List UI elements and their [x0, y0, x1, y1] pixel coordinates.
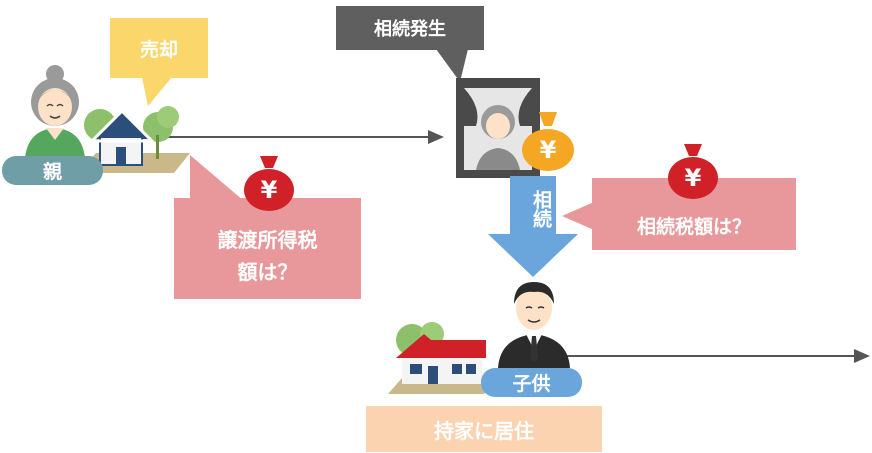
sale-bubble: 売却: [110, 18, 208, 78]
residence-text: 持家に居住: [434, 418, 534, 443]
svg-text:¥: ¥: [685, 164, 702, 192]
inheritance-arrow-text: 相続: [530, 190, 552, 228]
child-label: 子供: [481, 368, 582, 397]
money-bag-icon: ¥: [522, 112, 574, 171]
transfer-tax-bubble-shape: [174, 155, 361, 299]
money-bag-icon: ¥: [244, 156, 294, 211]
sale-bubble-shape: [110, 18, 208, 106]
inheritance-event-shape: [336, 6, 484, 82]
transfer-tax-line2: 額は？: [237, 260, 298, 284]
house-with-trees-icon: [78, 106, 190, 173]
parent-timeline-arrowhead: [428, 130, 444, 144]
memorial-portrait-icon: [456, 78, 540, 178]
parent-label-text: 親: [42, 161, 62, 183]
inheritance-event-box: 相続発生: [336, 6, 484, 50]
inheritance-tax-bubble: 相続税額は？: [592, 212, 796, 239]
inheritance-arrow: [488, 176, 578, 277]
svg-text:¥: ¥: [261, 176, 278, 204]
grandmother-icon: [25, 65, 85, 158]
money-bag-icon: ¥: [668, 144, 718, 199]
svg-text:¥: ¥: [540, 136, 557, 164]
sale-bubble-text: 売却: [139, 38, 178, 61]
transfer-tax-bubble: 譲渡所得税 額は？: [174, 224, 361, 288]
residence-box: 持家に居住: [366, 406, 602, 452]
child-label-text: 子供: [512, 373, 551, 395]
inheritance-tax-text: 相続税額は？: [636, 216, 751, 238]
parent-label: 親: [2, 156, 103, 185]
red-roof-house-icon: [388, 322, 496, 394]
businessman-icon: [498, 282, 570, 368]
inheritance-event-text: 相続発生: [374, 19, 446, 40]
child-timeline-arrowhead: [854, 349, 870, 363]
transfer-tax-line1: 譲渡所得税: [217, 228, 318, 252]
inheritance-arrow-label: 相続: [510, 190, 556, 228]
